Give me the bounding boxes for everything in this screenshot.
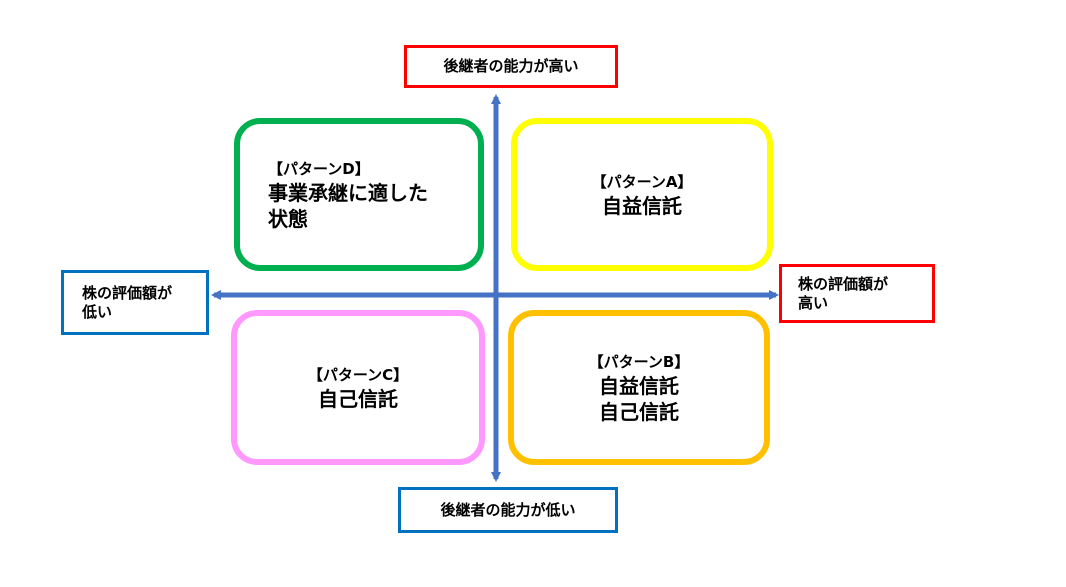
quadrant-pattern-a-title: 【パターンA】 — [591, 172, 693, 191]
quadrant-pattern-d: 【パターンD】 事業承継に適した 状態 — [234, 118, 484, 271]
quadrant-pattern-d-body-line-1: 事業承継に適した — [268, 180, 428, 205]
axis-label-right-line-2: 高い — [798, 293, 829, 312]
axis-label-right: 株の評価額が 高い — [779, 264, 935, 323]
quadrant-pattern-b-body-line-2: 自己信託 — [599, 399, 679, 424]
axis-label-right-line-1: 株の評価額が — [798, 274, 889, 293]
quadrant-pattern-d-body-line-2: 状態 — [268, 206, 308, 231]
quadrant-pattern-a: 【パターンA】 自益信託 — [511, 118, 773, 271]
axis-label-left-text: 株の評価額が 低い — [82, 284, 172, 322]
axis-label-top: 後継者の能力が高い — [404, 45, 618, 88]
axis-label-right-text: 株の評価額が 高い — [798, 275, 888, 313]
axis-label-bottom-text: 後継者の能力が低い — [440, 500, 576, 519]
quadrant-pattern-b-body-line-1: 自益信託 — [599, 373, 679, 398]
quadrant-pattern-a-body-line-1: 自益信託 — [602, 193, 682, 218]
axis-label-left-line-1: 株の評価額が — [82, 283, 173, 302]
axis-label-left-line-2: 低い — [82, 302, 113, 321]
quadrant-pattern-d-title: 【パターンD】 — [268, 159, 370, 178]
quadrant-pattern-c-body-line-1: 自己信託 — [318, 386, 398, 411]
quadrant-pattern-c: 【パターンC】 自己信託 — [231, 310, 485, 465]
quadrant-pattern-b: 【パターンB】 自益信託 自己信託 — [508, 310, 770, 465]
axis-label-top-text: 後継者の能力が高い — [443, 57, 579, 75]
quadrant-pattern-c-title: 【パターンC】 — [307, 365, 409, 384]
axis-label-bottom: 後継者の能力が低い — [398, 487, 618, 533]
quadrant-pattern-b-title: 【パターンB】 — [588, 352, 690, 371]
axis-label-left: 株の評価額が 低い — [61, 270, 209, 335]
